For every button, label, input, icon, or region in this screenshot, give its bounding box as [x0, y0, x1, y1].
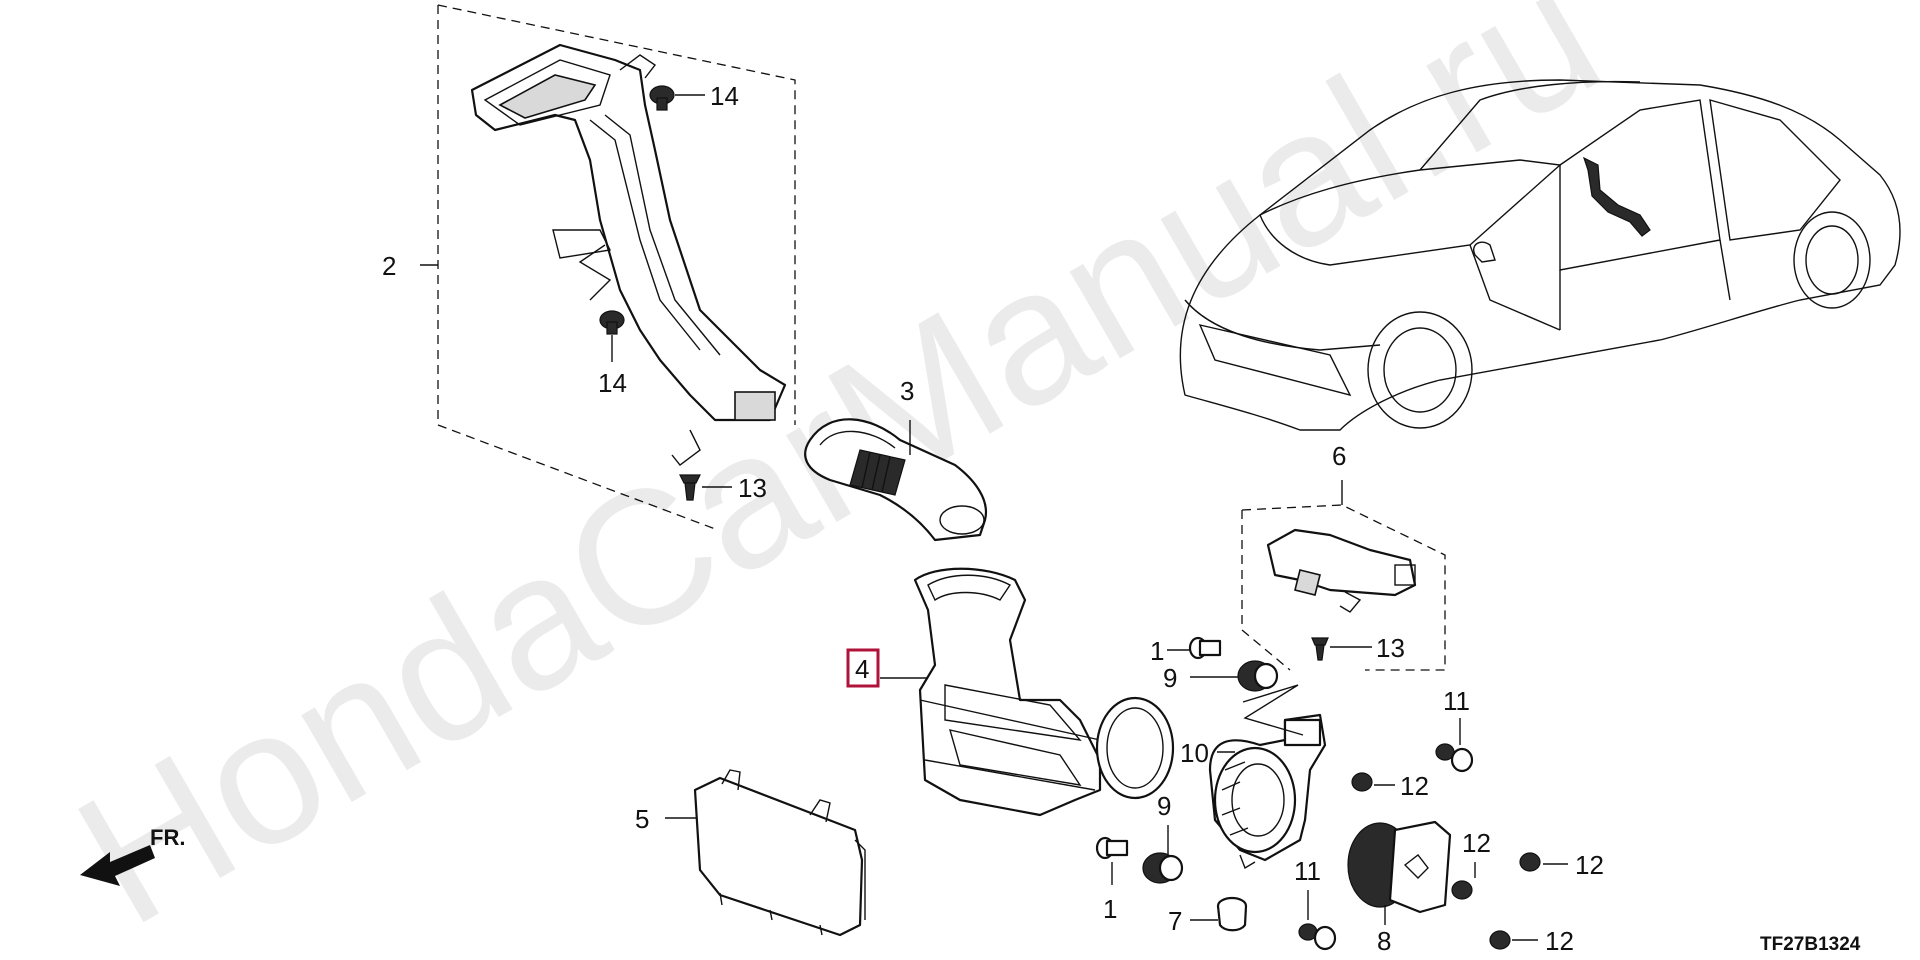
front-direction-arrow: FR. [80, 825, 185, 886]
callout-12-b: 12 [1462, 828, 1491, 858]
callout-5: 5 [635, 804, 649, 834]
callout-9-bottom: 9 [1157, 791, 1171, 821]
callout-2: 2 [382, 251, 396, 281]
screw-12-c [1519, 852, 1568, 872]
leader-9-10-link [1242, 684, 1304, 736]
front-direction-label: FR. [150, 825, 185, 850]
callout-14-top: 14 [710, 81, 739, 111]
callout-4: 4 [855, 654, 869, 684]
callout-8: 8 [1377, 926, 1391, 956]
callout-9-top: 9 [1163, 663, 1177, 693]
screw-11-right [1435, 718, 1474, 773]
callout-1-bottom: 1 [1103, 894, 1117, 924]
diagram-code: TF27B1324 [1760, 934, 1861, 955]
callout-12-d: 12 [1545, 926, 1574, 956]
screw-11-bottom [1298, 890, 1337, 951]
callout-13-left: 13 [738, 473, 767, 503]
callout-7: 7 [1168, 906, 1182, 936]
callout-11-right: 11 [1443, 686, 1470, 716]
clip-14-lower [578, 244, 625, 362]
callout-6: 6 [1332, 441, 1346, 471]
callout-11-bottom: 11 [1294, 856, 1321, 886]
group-box-part-6 [1241, 480, 1446, 671]
part-5-cover [693, 769, 866, 937]
callout-13-right: 13 [1376, 633, 1405, 663]
part-3-flex-duct [804, 418, 988, 542]
callout-4-highlight-box [846, 648, 880, 688]
group-box-part-2 [420, 4, 796, 531]
callout-14-lower: 14 [598, 368, 627, 398]
callout-12-a: 12 [1400, 771, 1429, 801]
screw-12-d [1489, 930, 1538, 950]
part-8-blower-motor [1347, 820, 1452, 925]
screw-1-top [1167, 636, 1222, 660]
part-2-duct [470, 43, 787, 466]
clip-14-top [649, 85, 705, 111]
vehicle-illustration [1179, 79, 1901, 431]
clip-13-right [1311, 637, 1372, 661]
part-4-duct [913, 567, 1175, 817]
part-7-cap [1190, 896, 1248, 932]
screw-1-bottom [1095, 836, 1129, 885]
callout-1-top: 1 [1150, 636, 1164, 666]
clip-13-left [679, 474, 732, 501]
grommet-9-top [1190, 660, 1279, 692]
part-6-duct [1266, 528, 1417, 613]
callout-10: 10 [1180, 738, 1209, 768]
grommet-9-bottom [1142, 825, 1184, 884]
part-10-blower-housing [1208, 713, 1327, 870]
callout-3: 3 [900, 376, 914, 406]
screw-12-b [1451, 862, 1476, 900]
callout-12-c: 12 [1575, 850, 1604, 880]
screw-12-a [1351, 772, 1395, 792]
